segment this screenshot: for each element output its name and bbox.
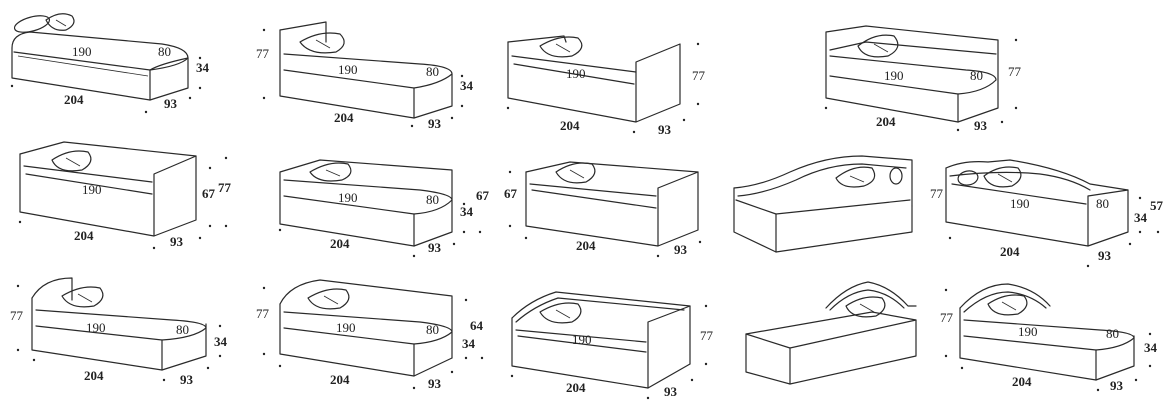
bed-11-total: 204	[330, 372, 350, 387]
bed-3-length: 190	[566, 66, 586, 81]
bed-9-back: 77	[930, 186, 944, 201]
bed-11-depth: 93	[428, 376, 442, 391]
bed-8	[733, 155, 913, 253]
bed-6-length: 190	[338, 190, 358, 205]
bed-4-total: 204	[876, 114, 896, 129]
bed-5: 190 67 77 204 93	[18, 141, 232, 250]
bed-12-depth: 93	[664, 384, 678, 399]
bed-2-height: 34	[460, 78, 474, 93]
bed-10-height: 34	[214, 334, 228, 349]
bed-1-length: 190	[72, 44, 92, 59]
bed-2-width: 80	[426, 64, 439, 79]
bed-10-back: 77	[10, 308, 24, 323]
bed-11-arm: 64	[470, 318, 484, 333]
bed-14-back: 77	[940, 310, 954, 325]
bed-13	[745, 281, 917, 385]
bed-7-depth: 93	[674, 242, 688, 257]
bed-6-height: 34	[460, 204, 474, 219]
bed-2-length: 190	[338, 62, 358, 77]
bed-14-total: 204	[1012, 374, 1032, 389]
bed-2-total: 204	[334, 110, 354, 125]
bed-4-depth: 93	[974, 118, 988, 133]
bed-2-back: 77	[256, 46, 270, 61]
bed-11-length: 190	[336, 320, 356, 335]
bed-1-total: 204	[64, 92, 84, 107]
bed-5-total: 204	[74, 228, 94, 243]
bed-12-length: 190	[572, 332, 592, 347]
bed-14: 77 190 80 34 204 93	[940, 283, 1158, 393]
bed-7: 67 204 93	[504, 161, 702, 258]
bed-11-height: 34	[462, 336, 476, 351]
bed-10: 77 190 80 34 204 93	[10, 277, 228, 387]
bed-14-length: 190	[1018, 324, 1038, 339]
bed-12-total: 204	[566, 380, 586, 395]
bed-14-width: 80	[1106, 326, 1119, 341]
bed-10-total: 204	[84, 368, 104, 383]
bed-11: 77 190 80 64 34 204 93	[256, 279, 484, 391]
bed-14-depth: 93	[1110, 378, 1124, 393]
bed-11-width: 80	[426, 322, 439, 337]
bed-10-length: 190	[86, 320, 106, 335]
bed-9-height: 34	[1134, 210, 1148, 225]
bed-12-back: 77	[700, 328, 714, 343]
bed-9-arm: 57	[1150, 198, 1164, 213]
bed-9-width: 80	[1096, 196, 1109, 211]
bed-7-arm: 67	[504, 186, 518, 201]
bed-10-depth: 93	[180, 372, 194, 387]
bed-3: 190 77 204 93	[506, 35, 706, 137]
bed-5-depth: 93	[170, 234, 184, 249]
bed-3-back: 77	[692, 68, 706, 83]
bed-1: 190 80 34 204 93	[10, 13, 210, 114]
bed-1-height: 34	[196, 60, 210, 75]
bed-9-total: 204	[1000, 244, 1020, 259]
bed-4-back: 77	[1008, 64, 1022, 79]
bed-1-width: 80	[158, 44, 171, 59]
bed-6-depth: 93	[428, 240, 442, 255]
bed-4-length: 190	[884, 68, 904, 83]
bed-4-width: 80	[970, 68, 983, 83]
bed-12: 190 77 204 93	[510, 291, 714, 400]
bed-9-length: 190	[1010, 196, 1030, 211]
bed-2: 77 190 80 34 204 93	[256, 21, 474, 131]
bed-14-height: 34	[1144, 340, 1158, 355]
bed-10-width: 80	[176, 322, 189, 337]
bed-2-depth: 93	[428, 116, 442, 131]
bed-5-back: 77	[218, 180, 232, 195]
bed-4: 190 80 77 204 93	[824, 25, 1022, 133]
bed-3-depth: 93	[658, 122, 672, 137]
bed-6-arm: 67	[476, 188, 490, 203]
bed-6: 190 80 34 67 204 93	[278, 159, 490, 258]
bed-11-back: 77	[256, 306, 270, 321]
bed-9-depth: 93	[1098, 248, 1112, 263]
bed-3-total: 204	[560, 118, 580, 133]
bed-9: 77 190 80 34 57 204 93	[930, 159, 1164, 268]
bed-7-total: 204	[576, 238, 596, 253]
bed-1-depth: 93	[164, 96, 178, 111]
bed-6-width: 80	[426, 192, 439, 207]
bed-6-total: 204	[330, 236, 350, 251]
bed-5-length: 190	[82, 182, 102, 197]
bed-5-arm: 67	[202, 186, 216, 201]
